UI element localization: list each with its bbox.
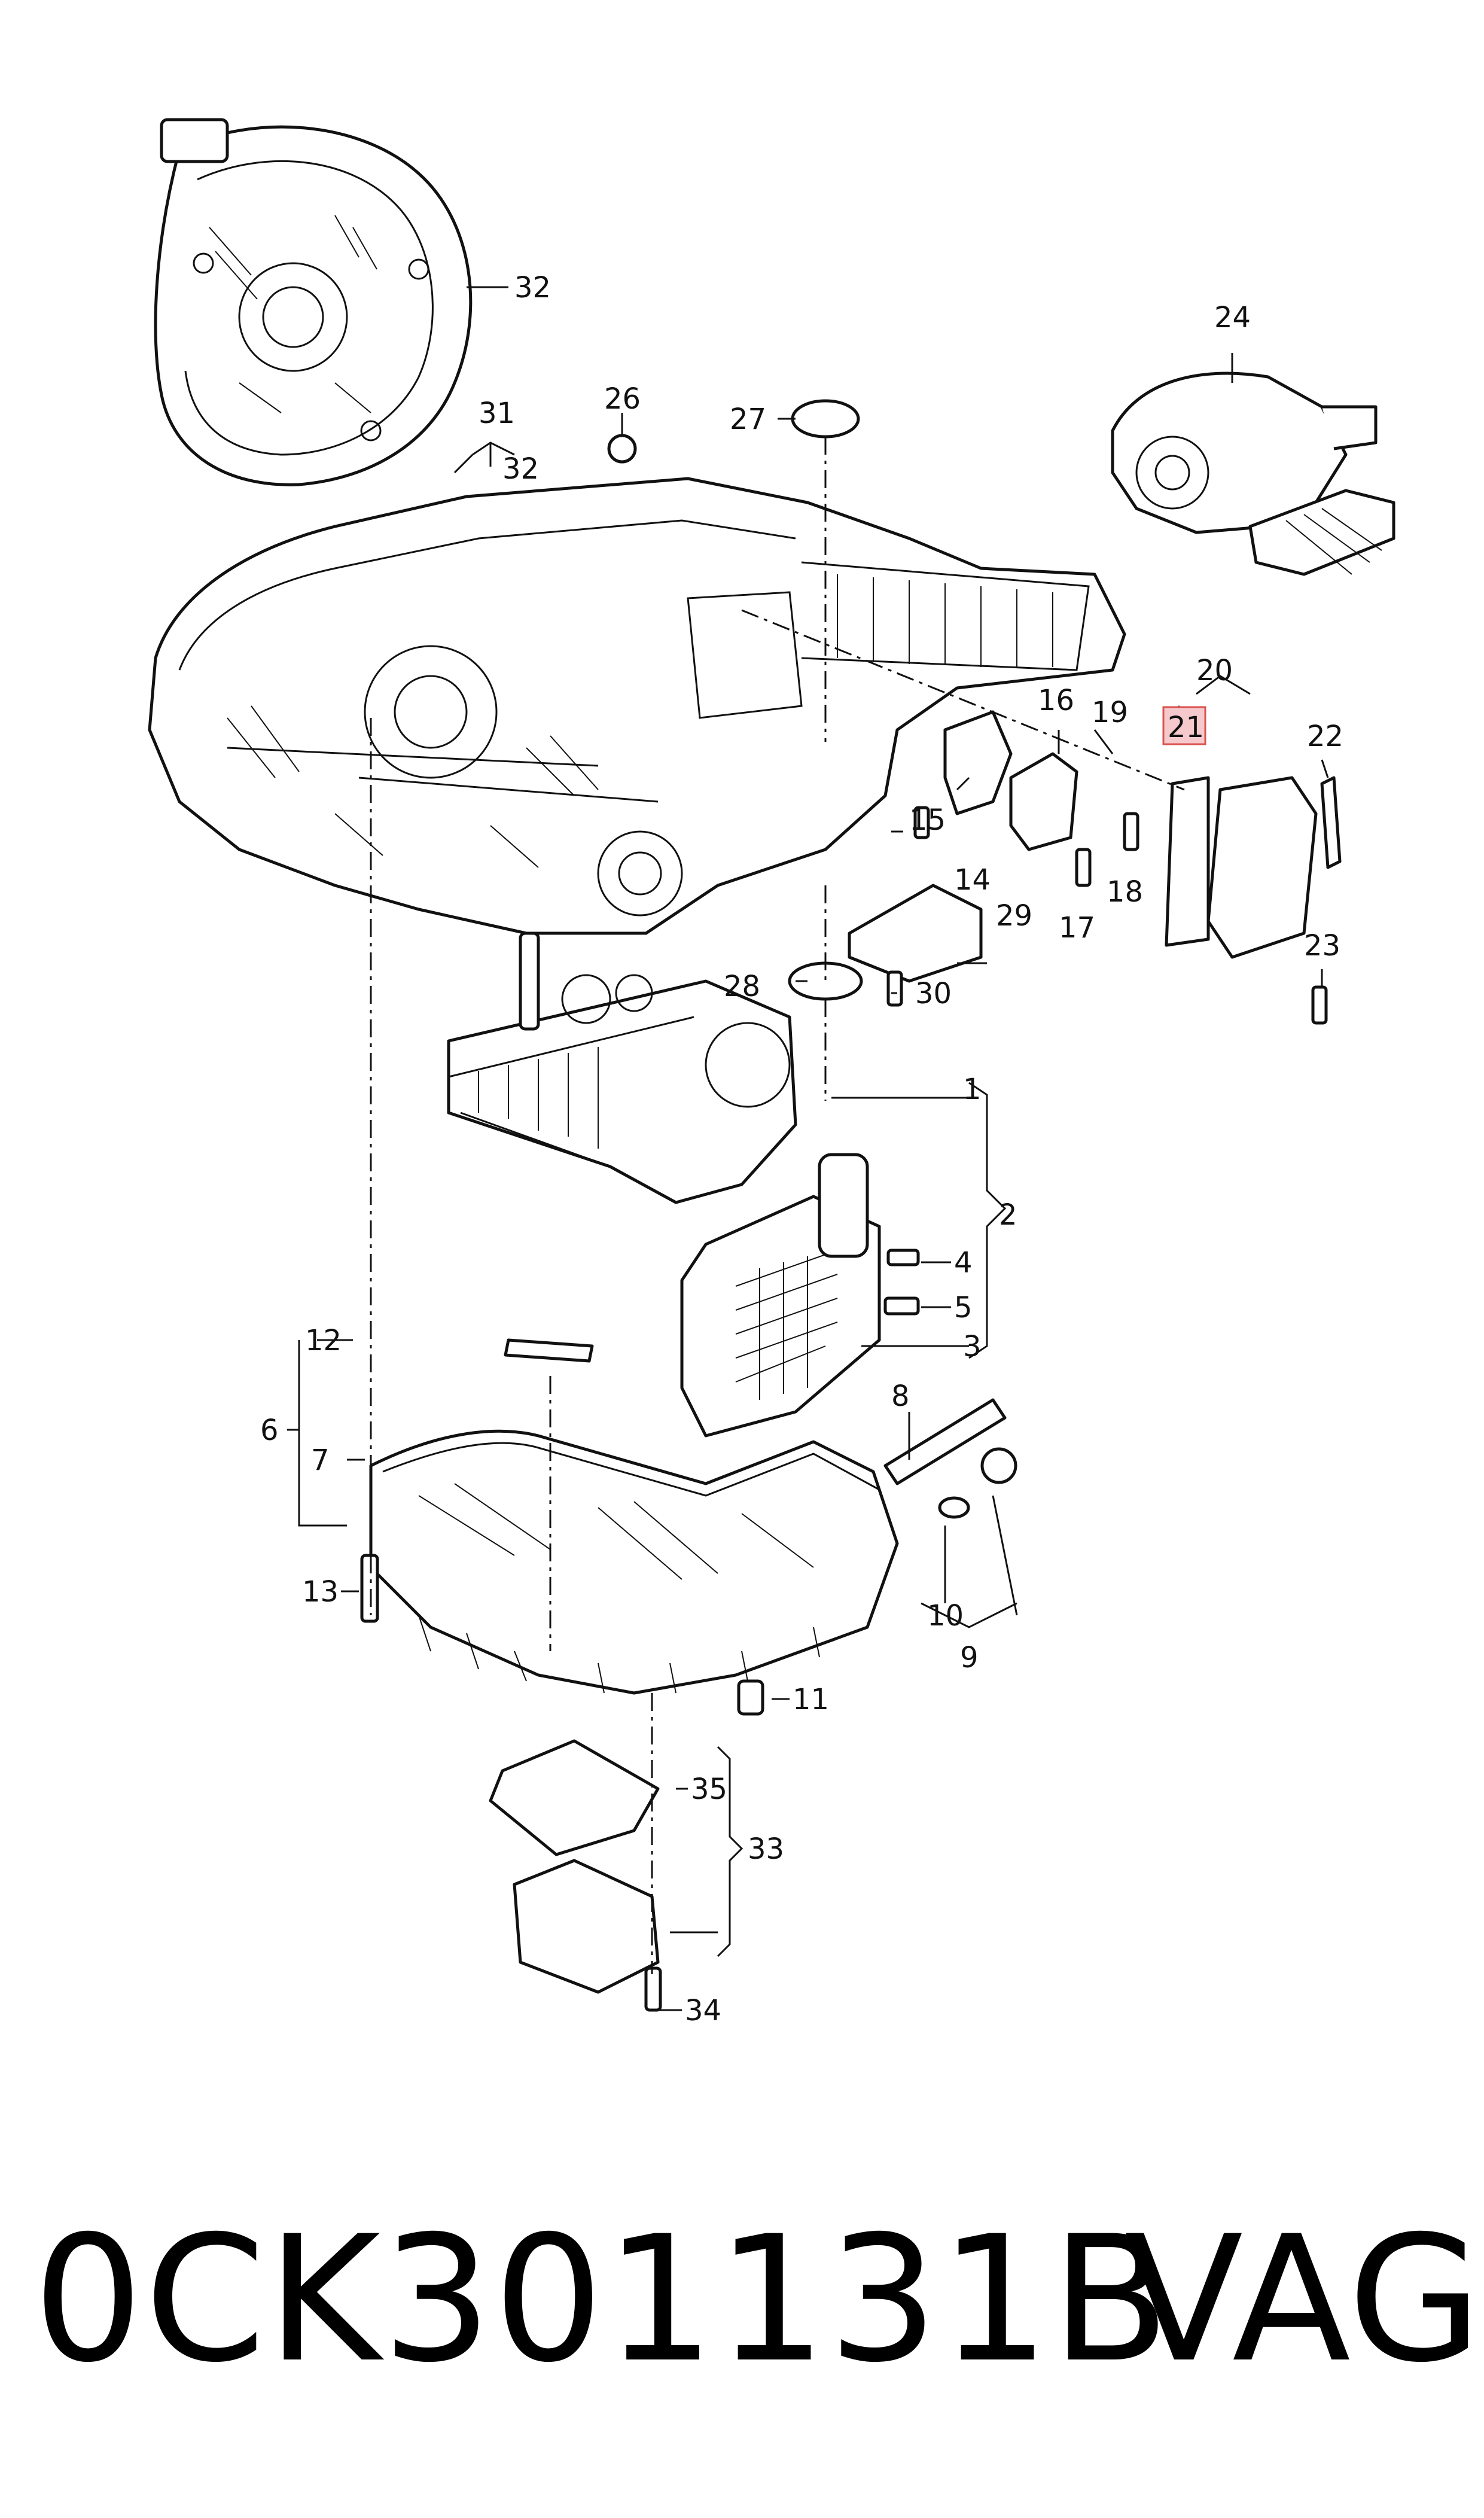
label-4: 4 [954,1246,973,1280]
gearbox-housing-drawing [148,477,1126,935]
label-33: 33 [748,1832,784,1866]
label-16: 16 [1038,684,1074,717]
label-15: 15 [909,803,946,837]
label-3: 3 [963,1330,982,1363]
label-30: 30 [915,977,952,1010]
label-32-bracket: 32 [502,452,539,486]
label-27: 27 [730,403,766,436]
label-26: 26 [604,382,641,416]
label-9: 9 [960,1641,979,1674]
label-10: 10 [927,1599,964,1633]
leader-lines [287,286,1329,2011]
label-11: 11 [793,1683,829,1716]
filter-module-drawing [680,1153,881,1438]
label-13: 13 [302,1575,339,1609]
part-labels: 32 31 32 26 27 24 20 21 19 16 22 15 14 1… [260,271,1343,2027]
oil-pan-drawing [369,1429,899,1695]
label-7: 7 [311,1444,330,1477]
label-19: 19 [1092,696,1128,729]
label-34: 34 [685,1994,721,2027]
label-31: 31 [479,397,515,430]
transfer-case-drawing [1111,372,1395,576]
exploded-parts-diagram: 32 31 32 26 27 24 20 21 19 16 22 15 14 1… [148,118,1395,2027]
part-number-caption: 0CK301131B [33,2199,1172,2401]
label-8: 8 [891,1380,910,1413]
label-12: 12 [305,1324,342,1357]
small-parts-drawing [360,399,1342,2012]
assembly-lines [370,437,1185,1974]
label-17: 17 [1059,911,1095,945]
label-1: 1 [963,1073,982,1106]
part-21-highlight [1162,706,1206,745]
label-20: 20 [1196,654,1233,687]
label-23: 23 [1304,929,1340,963]
label-24: 24 [1214,301,1251,334]
label-14: 14 [954,863,991,897]
label-32-top: 32 [514,271,551,305]
converter-housing-drawing [154,118,473,486]
label-18: 18 [1107,875,1143,909]
label-22: 22 [1307,720,1343,753]
label-28: 28 [724,970,760,1003]
mechatronic-unit-drawing [447,931,797,1204]
label-35: 35 [691,1773,727,1806]
label-21: 21 [1168,711,1204,744]
label-5: 5 [954,1291,973,1325]
label-2: 2 [999,1198,1017,1232]
brand-caption: VAG [1125,2199,1482,2401]
label-29: 29 [996,899,1032,933]
label-6: 6 [260,1414,279,1447]
